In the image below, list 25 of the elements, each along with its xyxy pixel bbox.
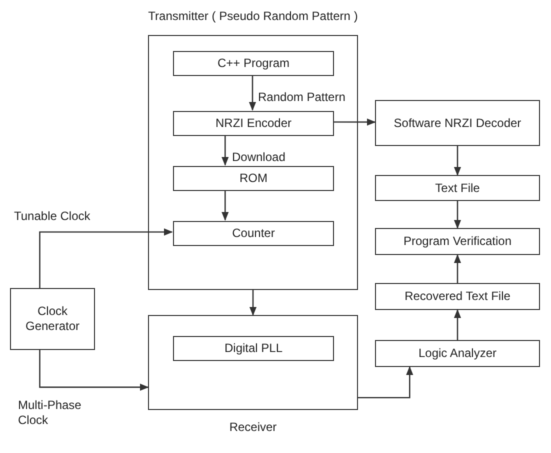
- process-box: C++ Program: [173, 51, 334, 76]
- process-box: Counter: [173, 221, 334, 246]
- arrow: [454, 254, 462, 283]
- arrow: [222, 190, 229, 221]
- arrow: [454, 309, 462, 340]
- arrow: [39, 228, 173, 288]
- process-box: Text File: [375, 175, 540, 201]
- arrow: [39, 350, 149, 391]
- process-box: Program Verification: [375, 228, 540, 255]
- process-box: NRZI Encoder: [173, 111, 334, 136]
- process-box: Software NRZI Decoder: [375, 100, 540, 146]
- arrow: [333, 118, 376, 126]
- arrow: [249, 290, 257, 316]
- group-title: Transmitter ( Pseudo Random Pattern ): [147, 8, 359, 25]
- clock-generator-box: Clock Generator: [10, 288, 95, 350]
- arrow: [454, 201, 462, 229]
- arrow: [454, 146, 462, 176]
- process-box: Recovered Text File: [375, 283, 540, 310]
- group-title: Receiver: [228, 419, 278, 436]
- arrow: [358, 366, 414, 398]
- arrow: [222, 135, 229, 166]
- process-box: Digital PLL: [173, 336, 334, 361]
- arrow: [248, 75, 256, 111]
- process-box: ROM: [173, 166, 334, 191]
- process-box: Logic Analyzer: [375, 340, 540, 367]
